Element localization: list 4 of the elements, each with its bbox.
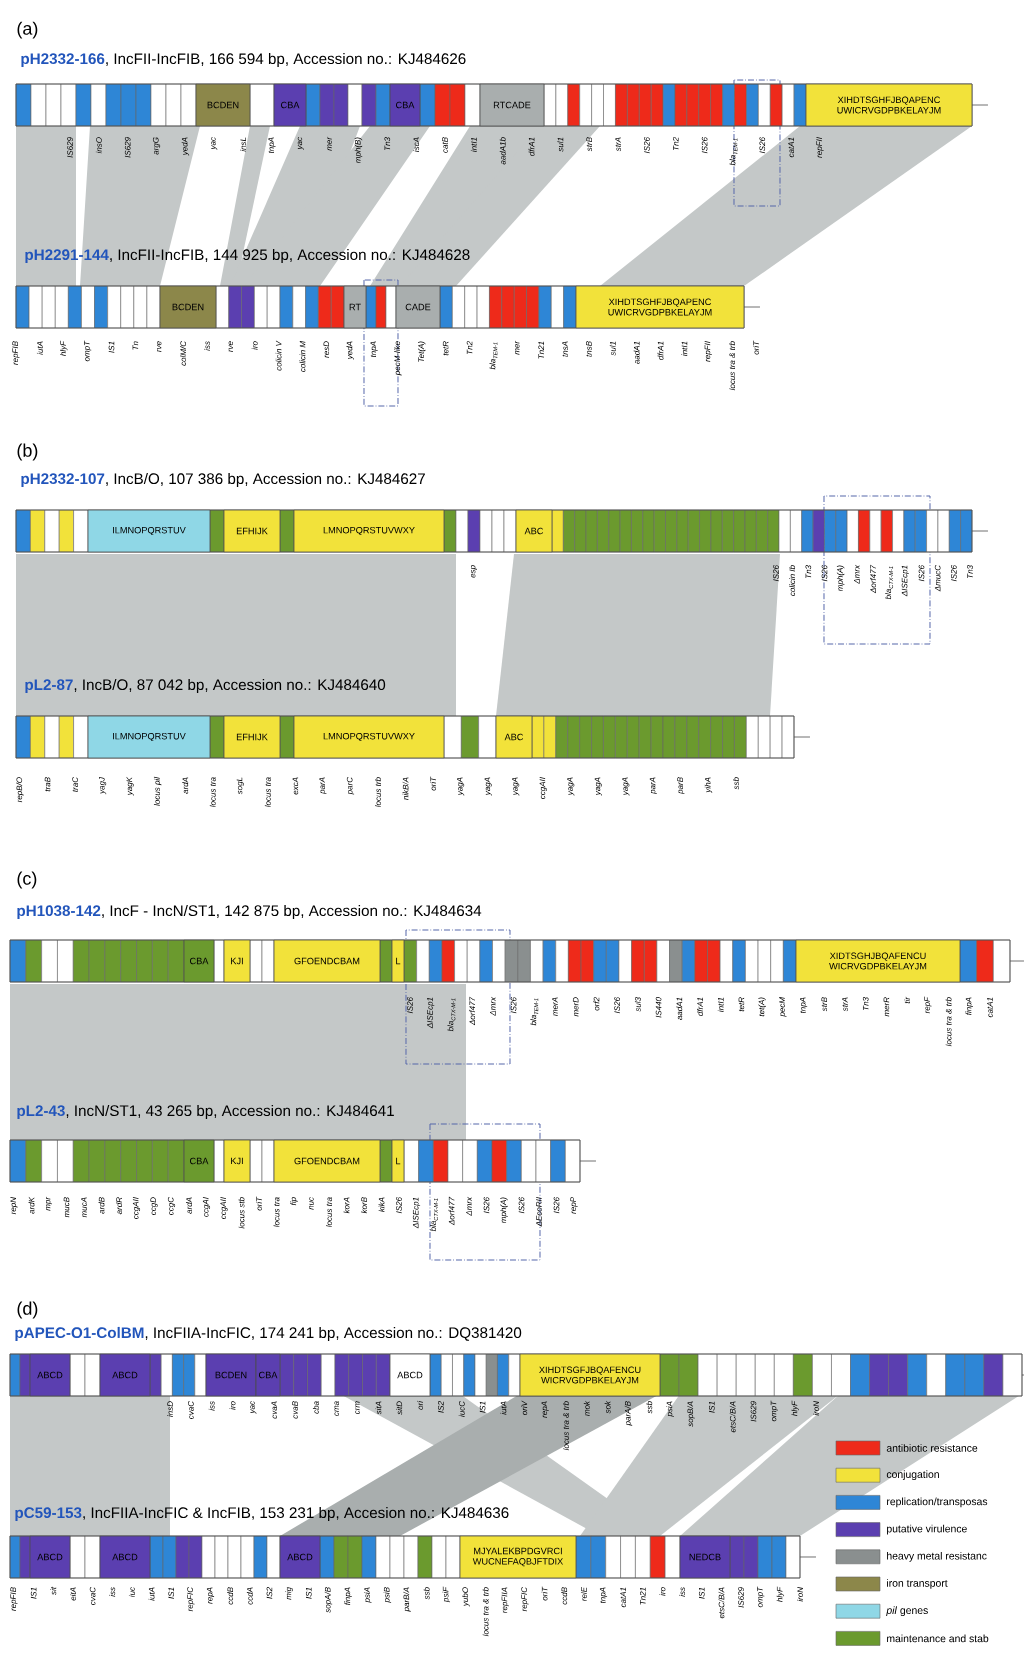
panel-label: (a) <box>17 21 38 39</box>
panel-label: (d) <box>17 1301 38 1319</box>
panel-label: (b) <box>17 443 38 461</box>
panel-label: (c) <box>17 871 37 889</box>
